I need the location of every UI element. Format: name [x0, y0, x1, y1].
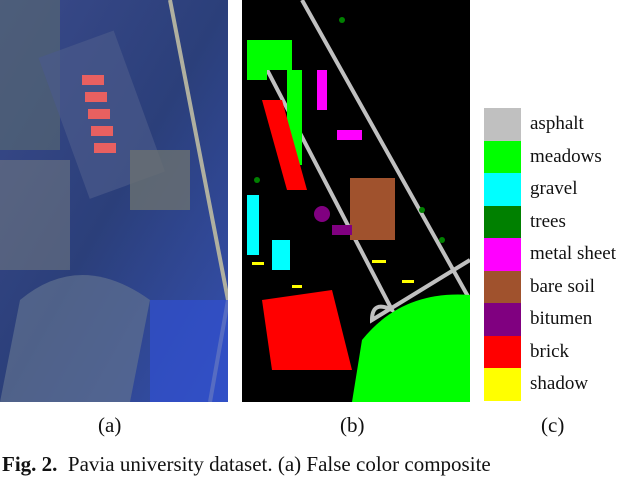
brick-swatch	[484, 335, 521, 368]
legend-label: metal sheet	[530, 243, 616, 265]
legend-item-gravel: gravel	[484, 173, 616, 206]
legend-label: meadows	[530, 145, 602, 167]
legend-item-bitumen: bitumen	[484, 303, 616, 336]
legend-label: brick	[530, 340, 570, 362]
legend-label: trees	[530, 210, 566, 232]
legend-item-asphalt: asphalt	[484, 108, 616, 141]
legend-label: gravel	[530, 178, 578, 200]
legend-label: shadow	[530, 373, 589, 395]
subfigure-label-c: (c)	[541, 413, 565, 437]
legend-item-meadows: meadows	[484, 140, 616, 173]
class-legend: asphalt meadows gravel trees metal sheet…	[484, 108, 616, 401]
subfigure-label-a: (a)	[98, 413, 122, 437]
legend-label: bitumen	[530, 308, 593, 330]
ground-truth-map	[242, 0, 470, 402]
trees-swatch	[484, 205, 521, 238]
metal-sheet-swatch	[484, 238, 521, 271]
bitumen-swatch	[484, 303, 521, 336]
asphalt-swatch	[484, 108, 521, 141]
legend-item-metal-sheet: metal sheet	[484, 238, 616, 271]
legend-item-brick: brick	[484, 335, 616, 368]
legend-label: bare soil	[530, 275, 595, 297]
legend-item-trees: trees	[484, 205, 616, 238]
legend-label: asphalt	[530, 113, 584, 135]
caption-text: Pavia university dataset. (a) False colo…	[67, 452, 491, 476]
meadows-swatch	[484, 140, 521, 173]
bare-soil-swatch	[484, 270, 521, 303]
legend-item-bare-soil: bare soil	[484, 270, 616, 303]
legend-item-shadow: shadow	[484, 368, 616, 401]
figure-caption: Fig. 2. Pavia university dataset. (a) Fa…	[2, 452, 491, 477]
caption-prefix: Fig. 2.	[2, 452, 58, 476]
shadow-swatch	[484, 368, 521, 401]
false-color-composite-image	[0, 0, 228, 402]
subfigure-label-b: (b)	[340, 413, 365, 437]
gravel-swatch	[484, 173, 521, 206]
